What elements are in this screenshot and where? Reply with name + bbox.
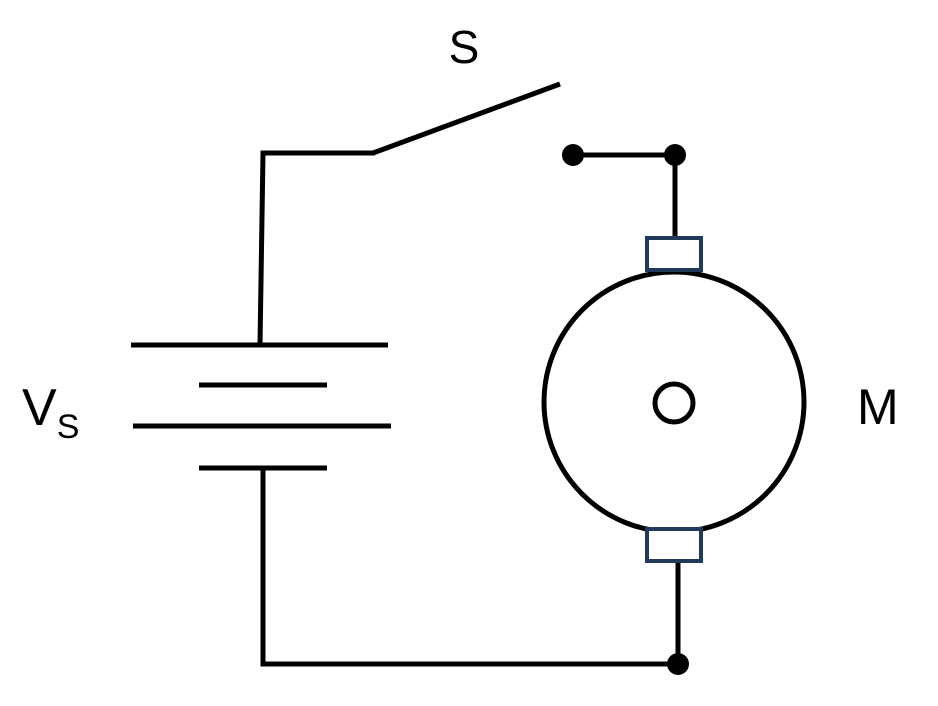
dc-motor-icon <box>541 236 807 563</box>
wire-battery-to-motor-bottom <box>260 470 681 667</box>
source-label: VS <box>22 379 79 446</box>
junction-dot-bottom <box>667 653 689 675</box>
junction-dot-top <box>664 144 686 166</box>
source-label-main: V <box>22 379 57 437</box>
motor-shaft <box>652 381 696 425</box>
motor-brush-bottom <box>645 527 703 563</box>
wire-switch-contact-to-motor <box>573 152 678 238</box>
switch-label: S <box>449 21 480 73</box>
switch-lever <box>372 81 561 156</box>
battery-icon <box>131 342 391 471</box>
source-label-subscript: S <box>57 408 80 446</box>
motor-label: M <box>857 379 899 435</box>
wire-battery-to-switch <box>257 150 375 346</box>
switch-contact-dot <box>562 144 584 166</box>
motor-brush-top <box>645 236 703 272</box>
